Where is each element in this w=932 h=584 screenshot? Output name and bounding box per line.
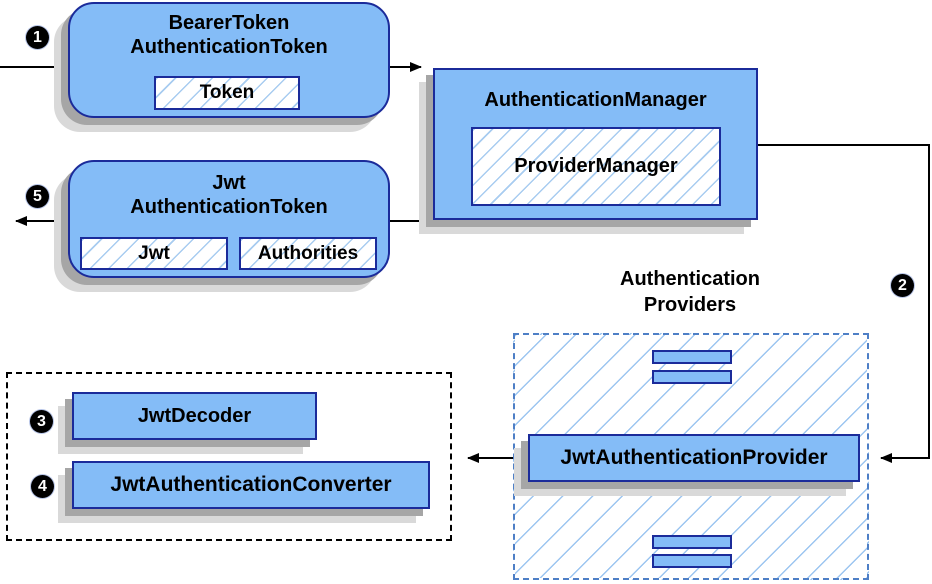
step-badge-4-number: 4	[38, 477, 47, 495]
jwt-authentication-converter-node: JwtAuthenticationConverter	[72, 461, 430, 509]
jwt-chip-label: Jwt	[138, 242, 170, 264]
authorities-chip-label: Authorities	[257, 242, 359, 264]
bearer-token-authentication-token-node: BearerToken AuthenticationToken Token	[68, 2, 390, 118]
authentication-manager-title: AuthenticationManager	[484, 89, 707, 111]
jwt-token-title-line1: Jwt	[212, 172, 246, 194]
bearer-token-title-line1: BearerToken	[168, 12, 290, 34]
jwt-chip: Jwt	[80, 237, 228, 270]
jwt-token-title-line2: AuthenticationToken	[130, 196, 328, 218]
jwt-authentication-provider-node: JwtAuthenticationProvider	[528, 434, 860, 482]
authorities-chip: Authorities	[239, 237, 377, 270]
step-badge-3-number: 3	[37, 412, 46, 430]
converters-group	[6, 372, 452, 541]
step-badge-1-number: 1	[33, 28, 42, 46]
provider-stub-bar-bottom-2	[652, 554, 732, 568]
arrow-manager-to-provider	[758, 144, 930, 463]
jwt-authentication-converter-label: JwtAuthenticationConverter	[110, 473, 392, 496]
step-badge-2: 2	[891, 274, 914, 297]
authentication-providers-heading-line2: Providers	[643, 294, 737, 316]
jwt-authentication-provider-label: JwtAuthenticationProvider	[560, 446, 828, 469]
step-badge-3: 3	[30, 410, 53, 433]
jwt-token-title: Jwt AuthenticationToken	[70, 162, 388, 219]
authentication-providers-heading-line1: Authentication	[620, 268, 760, 290]
token-chip-label: Token	[199, 82, 255, 103]
provider-stub-bar-top-1	[652, 350, 732, 364]
jwt-decoder-node: JwtDecoder	[72, 392, 317, 440]
jwt-decoder-label: JwtDecoder	[137, 404, 252, 427]
step-badge-2-number: 2	[898, 276, 907, 294]
step-badge-5-number: 5	[33, 187, 42, 205]
authentication-manager-node: AuthenticationManager ProviderManager	[433, 68, 758, 220]
jwt-authentication-token-node: Jwt AuthenticationToken Jwt Authorities	[68, 160, 390, 278]
token-chip: Token	[154, 76, 300, 110]
provider-manager-chip: ProviderManager	[471, 127, 721, 206]
bearer-token-title-line2: AuthenticationToken	[130, 36, 328, 58]
authentication-providers-heading: Authentication Providers	[555, 266, 825, 318]
provider-stub-bar-top-2	[652, 370, 732, 384]
step-badge-1: 1	[26, 26, 49, 49]
step-badge-5: 5	[26, 185, 49, 208]
provider-stub-bar-bottom-1	[652, 535, 732, 549]
bearer-token-title: BearerToken AuthenticationToken	[70, 4, 388, 59]
provider-manager-label: ProviderManager	[514, 155, 678, 177]
step-badge-4: 4	[31, 475, 54, 498]
